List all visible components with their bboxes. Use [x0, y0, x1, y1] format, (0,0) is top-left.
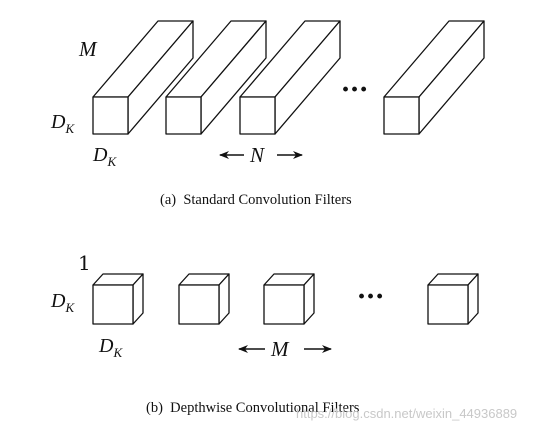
depthwise-filter-2 — [178, 273, 230, 325]
standard-height-label: DK — [50, 111, 75, 136]
standard-filter-1 — [92, 20, 194, 135]
standard-count-indicator: N — [219, 143, 303, 167]
depthwise-filters-panel: 1 DK DK ··· M (b) Depthwise Convolutiona… — [50, 251, 479, 416]
standard-ellipsis: ··· — [341, 75, 368, 105]
standard-width-label: DK — [92, 144, 117, 169]
watermark: https://blog.csdn.net/weixin_44936889 — [296, 406, 517, 421]
depthwise-caption: (b) Depthwise Convolutional Filters — [146, 400, 360, 416]
standard-caption: (a) Standard Convolution Filters — [160, 192, 352, 208]
depthwise-depth-label: 1 — [78, 251, 91, 275]
depthwise-filter-1 — [92, 273, 144, 325]
standard-filters-panel: M DK DK ··· N (a) Standard Convolution F… — [50, 20, 485, 208]
depthwise-count-indicator: M — [238, 337, 332, 361]
depthwise-count-label: M — [270, 337, 290, 361]
standard-filter-2 — [165, 20, 267, 135]
standard-count-label: N — [249, 143, 265, 167]
filter-1-front-face — [92, 96, 129, 135]
standard-depth-label: M — [78, 37, 98, 61]
standard-filter-3 — [239, 20, 341, 135]
depthwise-filter-m — [427, 273, 479, 325]
depthwise-width-label: DK — [98, 335, 123, 360]
depthwise-filter-3 — [263, 273, 315, 325]
standard-filter-n — [383, 20, 485, 135]
depthwise-height-label: DK — [50, 290, 75, 315]
depthwise-ellipsis: ··· — [357, 282, 384, 312]
